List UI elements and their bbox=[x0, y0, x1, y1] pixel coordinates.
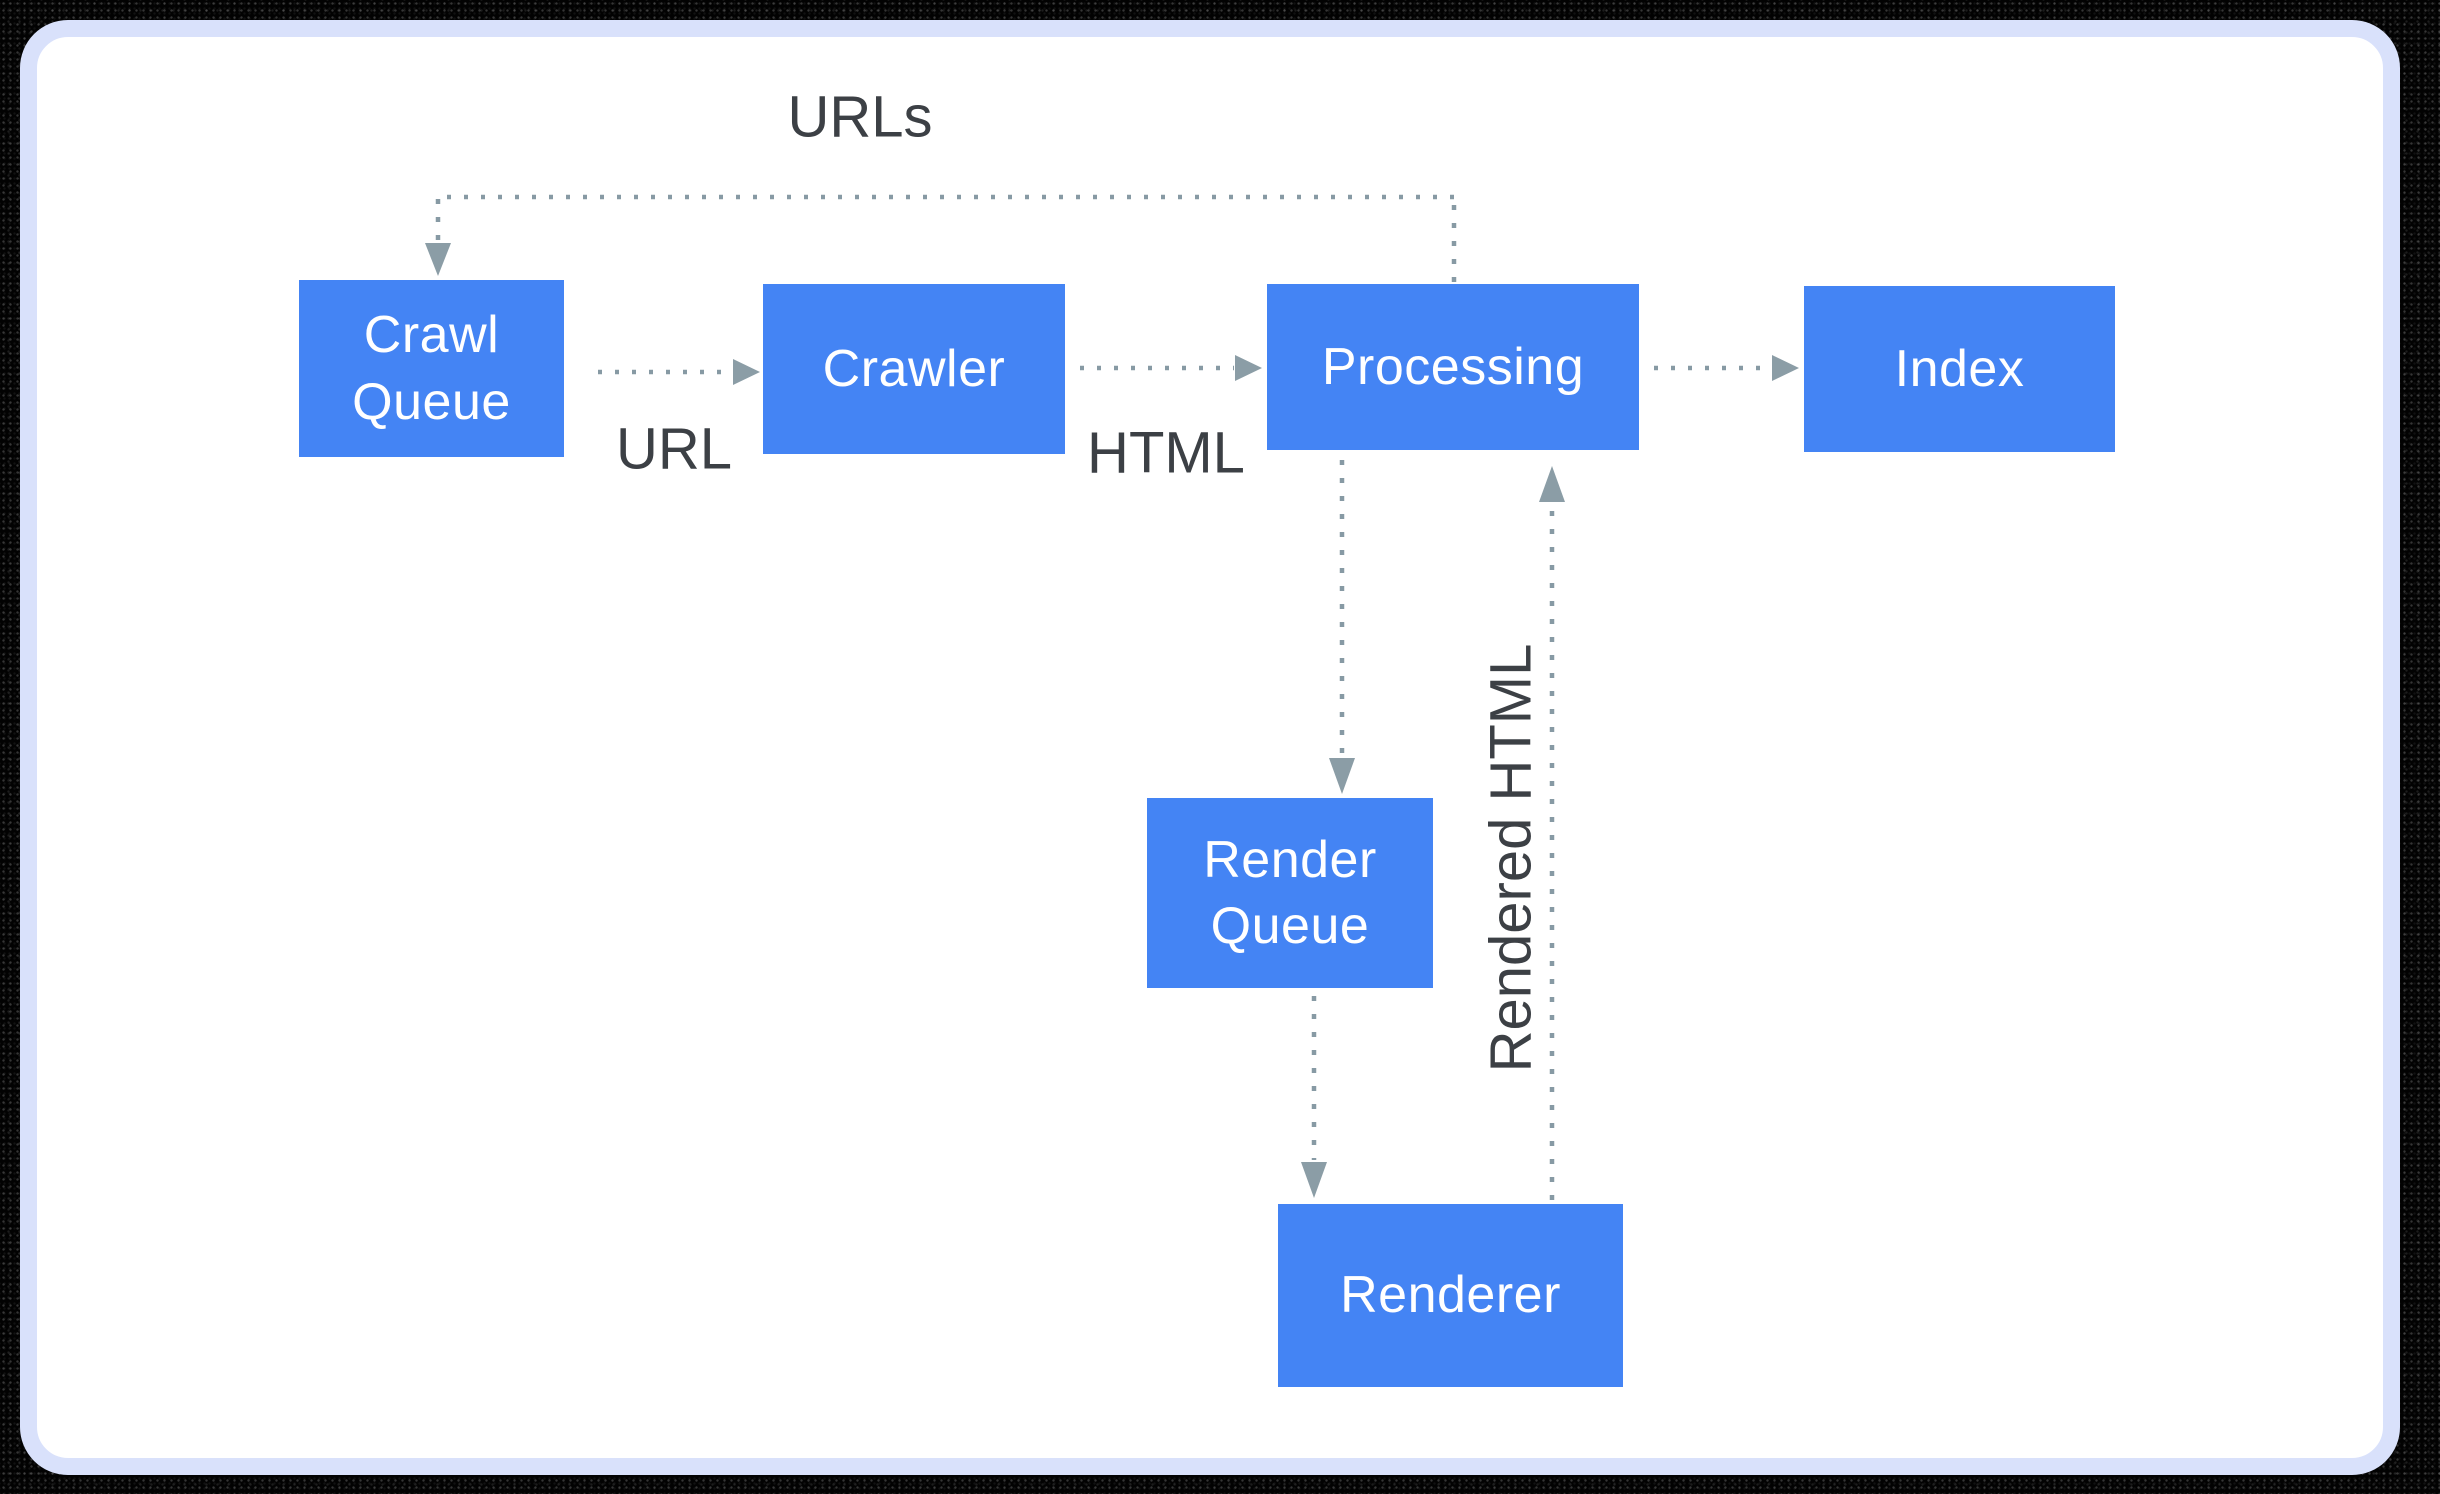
arrowhead bbox=[1772, 355, 1799, 381]
node-render-queue-label: Render Queue bbox=[1203, 830, 1377, 955]
arrowhead bbox=[733, 359, 760, 385]
arrowhead bbox=[1301, 1162, 1327, 1198]
arrowhead bbox=[1539, 466, 1565, 502]
edge-processing-to-crawl-queue bbox=[425, 194, 1457, 282]
node-renderer-label: Renderer bbox=[1340, 1266, 1561, 1325]
node-processing-label: Processing bbox=[1321, 337, 1585, 396]
node-render-queue: Render Queue bbox=[1147, 798, 1433, 988]
edge-processing-to-render-queue bbox=[1329, 460, 1355, 794]
edge-crawl-queue-to-crawler bbox=[598, 359, 760, 385]
diagram-card bbox=[20, 20, 2400, 1475]
node-crawler-label: Crawler bbox=[822, 339, 1006, 398]
node-processing: Processing bbox=[1267, 284, 1639, 450]
node-crawl-queue: Crawl Queue bbox=[299, 280, 564, 457]
edge-label-rendered-html: Rendered HTML bbox=[1478, 643, 1544, 1073]
arrowhead bbox=[425, 243, 451, 276]
node-crawler: Crawler bbox=[763, 284, 1065, 454]
edge-label-urls: URLs bbox=[787, 84, 933, 150]
arrowhead bbox=[1235, 355, 1262, 381]
edge-renderer-to-processing bbox=[1539, 466, 1565, 1200]
node-renderer: Renderer bbox=[1278, 1204, 1623, 1387]
edge-label-url: URL bbox=[615, 416, 733, 482]
node-index: Index bbox=[1804, 286, 2115, 452]
edge-processing-to-index bbox=[1654, 355, 1799, 381]
edge-label-html: HTML bbox=[1087, 420, 1245, 486]
node-index-label: Index bbox=[1894, 339, 2025, 398]
arrowhead bbox=[1329, 758, 1355, 794]
edge-render-queue-to-renderer bbox=[1301, 996, 1327, 1198]
edge-crawler-to-processing bbox=[1080, 355, 1262, 381]
node-crawl-queue-label: Crawl Queue bbox=[352, 306, 511, 431]
